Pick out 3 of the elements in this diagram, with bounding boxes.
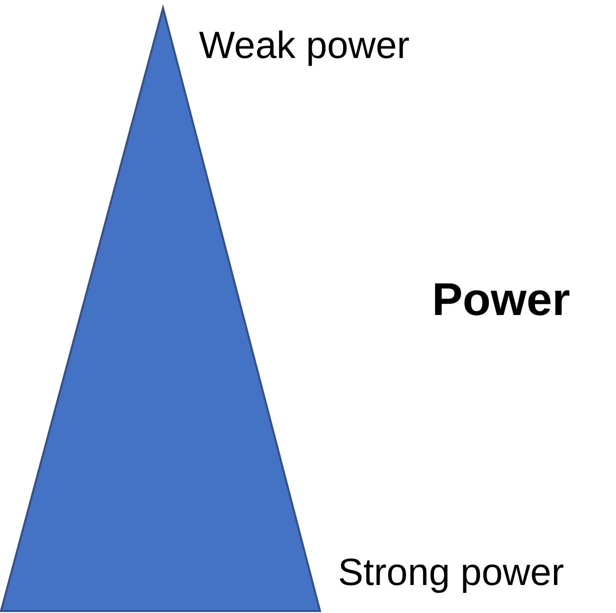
scale-label: Weak power <box>199 26 410 68</box>
heading-label: Power <box>432 274 570 325</box>
scale-label: Strong power <box>338 553 564 595</box>
